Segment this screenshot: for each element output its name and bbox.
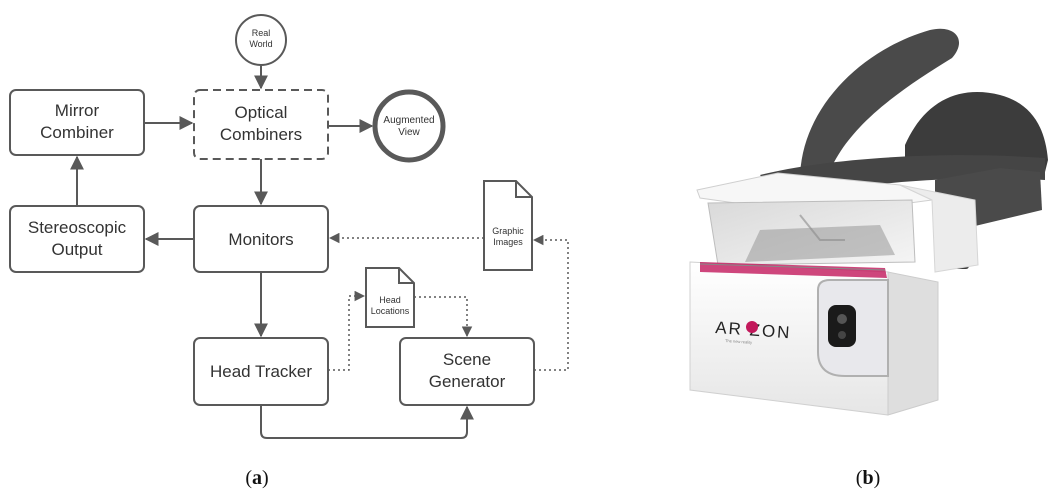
dotted-scene-graphic (532, 234, 569, 371)
node-graphic-images-line1: Graphic (492, 226, 524, 236)
node-mirror-combiner: Mirror Combiner (9, 89, 145, 156)
caption-a: (a) (245, 467, 268, 489)
caption-b-close: ) (874, 467, 881, 489)
node-head-tracker-label: Head Tracker (210, 362, 312, 381)
headset-top-strap (800, 28, 960, 185)
node-monitors-label: Monitors (228, 230, 293, 249)
node-scene-generator-line2: Generator (429, 372, 506, 391)
arrow-headtracker-scene (260, 405, 474, 439)
node-optical-combiners-line1: Optical (235, 103, 288, 122)
node-head-tracker: Head Tracker (193, 337, 329, 406)
caption-a-letter: a (252, 467, 262, 489)
node-stereoscopic-output: Stereoscopic Output (9, 205, 145, 273)
node-monitors: Monitors (193, 205, 329, 273)
ar-headset-illustration: AR ZON The new reality (689, 28, 1048, 416)
node-real-world-line2: World (249, 39, 272, 49)
node-real-world-line1: Real (252, 28, 271, 38)
node-scene-generator-line1: Scene (443, 350, 491, 369)
node-stereoscopic-output-line2: Output (51, 240, 102, 259)
headset-side-panel (899, 184, 979, 273)
headset-rear-pad (905, 92, 1048, 172)
caption-a-open: ( (245, 467, 252, 489)
caption-b-open: ( (856, 467, 863, 489)
caption-a-close: ) (262, 467, 269, 489)
caption-b-letter: b (862, 467, 873, 489)
node-real-world: Real World (235, 14, 287, 66)
node-augmented-view-line2: View (398, 127, 420, 138)
headset-tagline: The new reality (725, 338, 752, 345)
node-head-locations-line2: Locations (371, 306, 410, 316)
node-graphic-images-line2: Images (493, 237, 523, 247)
node-stereoscopic-output-line1: Stereoscopic (28, 218, 127, 237)
dotted-headlocations-scene (414, 296, 473, 338)
node-optical-combiners: Optical Combiners (193, 89, 329, 160)
block-diagram: Real World Mirror Combiner Optical Combi… (9, 14, 569, 439)
headset-right-block (887, 271, 939, 416)
dotted-headtracker-headlocations (328, 290, 366, 371)
node-mirror-combiner-line2: Combiner (40, 123, 114, 142)
node-augmented-view-line1: Augmented (383, 115, 434, 126)
headset-logo-icon (746, 321, 758, 333)
node-mirror-combiner-line1: Mirror (55, 101, 100, 120)
node-head-locations: Head Locations (365, 267, 415, 328)
node-augmented-view: Augmented View (372, 89, 446, 163)
svg-text:(a): (a) (245, 467, 268, 489)
node-scene-generator: Scene Generator (399, 337, 535, 406)
node-head-locations-line1: Head (379, 295, 401, 305)
caption-b: (b) (856, 467, 880, 489)
node-optical-combiners-line2: Combiners (220, 125, 302, 144)
svg-text:(b): (b) (856, 467, 880, 489)
node-graphic-images: Graphic Images (483, 180, 533, 271)
